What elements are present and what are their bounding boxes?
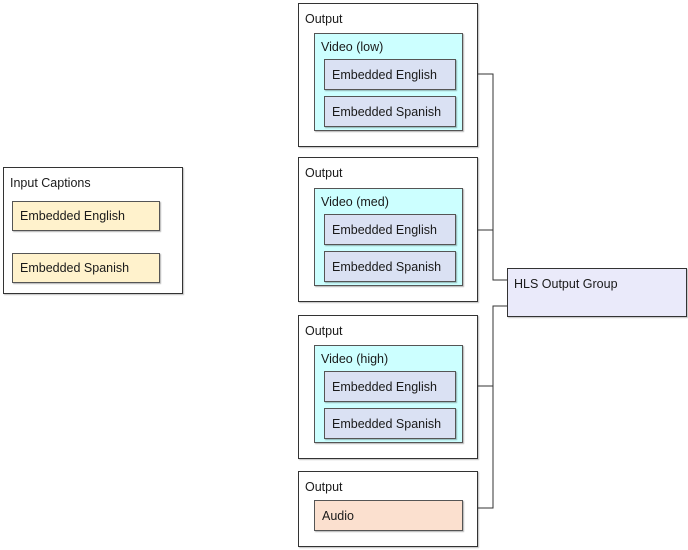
audio-box: Audio bbox=[314, 500, 463, 531]
video-low-title: Video (low) bbox=[321, 40, 384, 54]
audio-label: Audio bbox=[322, 508, 354, 523]
video-high-caption-english: Embedded English bbox=[324, 371, 456, 402]
input-caption-spanish-label: Embedded Spanish bbox=[20, 261, 130, 275]
input-captions-title: Input Captions bbox=[10, 176, 91, 190]
output-low-title: Output bbox=[305, 12, 343, 26]
output-audio-title: Output bbox=[305, 480, 343, 494]
hls-output-group-title: HLS Output Group bbox=[514, 277, 618, 291]
output-med-title: Output bbox=[305, 166, 343, 180]
video-low-caption-english-label: Embedded English bbox=[332, 67, 437, 82]
video-high-caption-spanish-label: Embedded Spanish bbox=[332, 416, 442, 431]
video-med-caption-spanish: Embedded Spanish bbox=[324, 251, 456, 282]
video-med-title: Video (med) bbox=[321, 195, 389, 209]
video-med-caption-spanish-label: Embedded Spanish bbox=[332, 259, 442, 274]
video-low-caption-spanish: Embedded Spanish bbox=[324, 96, 456, 127]
video-low-caption-spanish-label: Embedded Spanish bbox=[332, 104, 442, 119]
input-caption-spanish: Embedded Spanish bbox=[12, 253, 160, 283]
output-high-title: Output bbox=[305, 324, 343, 338]
video-high-caption-spanish: Embedded Spanish bbox=[324, 408, 456, 439]
video-high-caption-english-label: Embedded English bbox=[332, 379, 437, 394]
video-med-caption-english-label: Embedded English bbox=[332, 222, 437, 237]
connector-output-low bbox=[478, 73, 507, 281]
input-caption-english: Embedded English bbox=[12, 201, 160, 231]
input-caption-english-label: Embedded English bbox=[20, 209, 125, 223]
video-high-title: Video (high) bbox=[321, 352, 389, 366]
connector-output-audio bbox=[478, 305, 507, 509]
video-low-caption-english: Embedded English bbox=[324, 59, 456, 90]
hls-output-group: HLS Output Group bbox=[507, 268, 687, 317]
video-med-caption-english: Embedded English bbox=[324, 214, 456, 245]
